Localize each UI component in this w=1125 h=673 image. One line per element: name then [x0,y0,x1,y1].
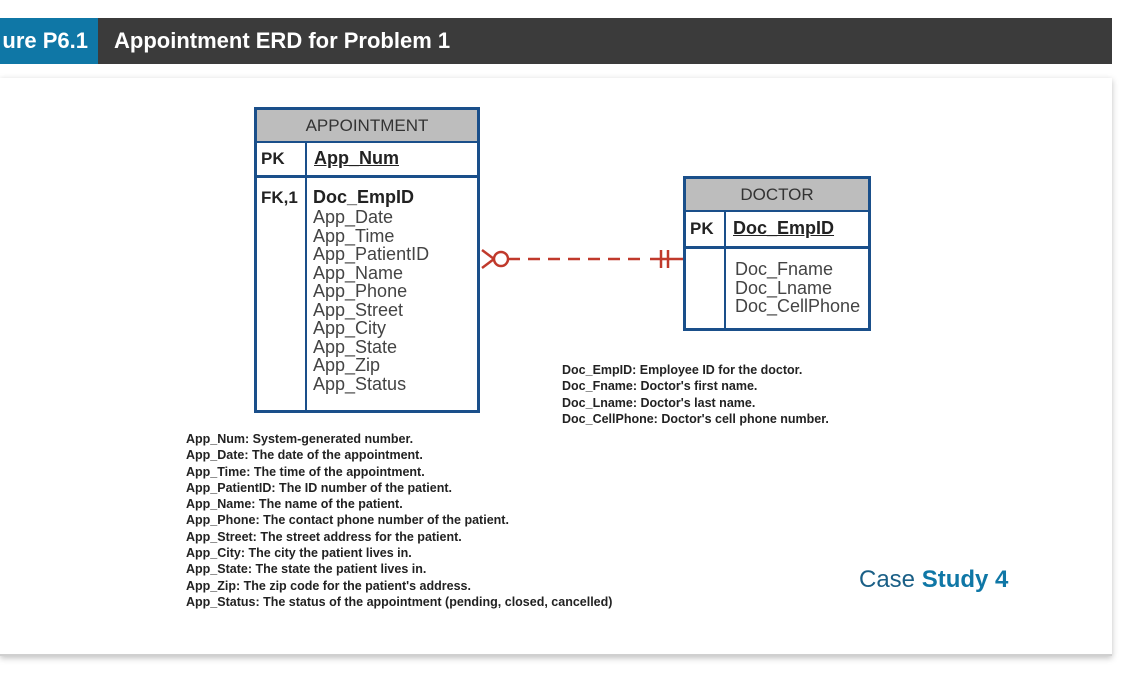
desc-app-num: App_Num: System-generated number. [186,432,414,446]
desc-doc-lname: Doc_Lname: Doctor's last name. [562,395,756,410]
attr-app-time: App_Time [313,225,395,246]
pk-tag: PK [686,212,726,246]
attr-app-state: App_State [313,336,398,357]
attr-app-patientid: App_PatientID [313,244,430,264]
desc-doc-cellphone: Doc_CellPhone: Doctor's cell phone numbe… [562,411,829,426]
figure-number: ure P6.1 [0,18,98,64]
desc-app-city: App_City: The city the patient lives in. [186,546,412,561]
doctor-attribute-list: Doc_Fname Doc_Lname Doc_CellPhone [735,260,860,316]
attr-app-street: App_Street [313,299,404,320]
appointment-description-list: App_Num: System-generated number. App_Da… [186,431,612,610]
figure-title: Appointment ERD for Problem 1 [114,28,451,53]
appointment-fk-field: Doc_EmpID [313,187,415,207]
case-study-prefix: Case [859,566,916,593]
attr-app-city: App_City [313,318,387,338]
zero-cardinality-circle [492,250,510,268]
entity-doctor: DOCTOR PK Doc_EmpID Doc_Fname Doc_Lname … [683,176,871,331]
crowfoot-lower-prong [481,258,495,269]
entity-doctor-attr-rows: Doc_Fname Doc_Lname Doc_CellPhone [686,249,868,328]
attr-app-status: App_Status [313,373,407,394]
entity-appointment-attr-rows: FK,1 Doc_EmpID App_Date App_Time App_Pat… [257,178,477,410]
desc-app-time: App_Time: The time of the appointment. [186,464,425,479]
case-study-label: Case Study 4 [859,566,1008,594]
desc-app-name: App_Name: The name of the patient. [186,497,403,512]
case-study-number: Study 4 [921,566,1009,593]
desc-app-date: App_Date: The date of the appointment. [186,448,423,463]
desc-app-status: App_Status: The status of the appointmen… [186,594,613,609]
fk-tag: FK,1 [257,178,307,410]
attr-app-phone: App_Phone [313,281,408,301]
attr-app-name: App_Name [313,262,404,283]
appointment-attribute-list: Doc_EmpID App_Date App_Time App_PatientI… [313,186,429,393]
desc-app-state: App_State: The state the patient lives i… [186,562,427,577]
doctor-pk-field: Doc_EmpID [733,218,835,238]
doctor-description-list: Doc_EmpID: Employee ID for the doctor. D… [562,362,829,427]
relationship-appointment-doctor [481,249,683,269]
figure-caption-bar: ure P6.1 Appointment ERD for Problem 1 [0,18,1112,64]
appointment-pk-field: App_Num [314,148,399,168]
entity-appointment: APPOINTMENT PK App_Num FK,1 Doc_EmpID Ap… [254,107,480,413]
desc-app-street: App_Street: The street address for the p… [186,529,462,544]
desc-doc-empid: Doc_EmpID: Employee ID for the doctor. [562,363,803,377]
pk-tag: PK [257,143,307,175]
top-margin [0,0,1125,18]
entity-doctor-pk-row: PK Doc_EmpID [686,212,868,249]
desc-app-phone: App_Phone: The contact phone number of t… [186,513,509,528]
desc-app-zip: App_Zip: The zip code for the patient's … [186,578,471,593]
entity-doctor-header: DOCTOR [686,179,868,212]
attr-doc-fname: Doc_Fname [735,259,834,279]
desc-app-patientid: App_PatientID: The ID number of the pati… [186,480,452,495]
attr-doc-cellphone: Doc_CellPhone [735,296,861,316]
attr-app-date: App_Date [313,207,394,227]
entity-appointment-pk-row: PK App_Num [257,143,477,178]
empty-tag-cell [686,249,726,328]
entity-appointment-header: APPOINTMENT [257,110,477,143]
crowfoot-upper-prong [481,249,495,260]
attr-app-zip: App_Zip [313,355,381,375]
attr-doc-lname: Doc_Lname [735,277,833,298]
desc-doc-fname: Doc_Fname: Doctor's first name. [562,379,758,394]
diagram-panel [0,78,1112,656]
